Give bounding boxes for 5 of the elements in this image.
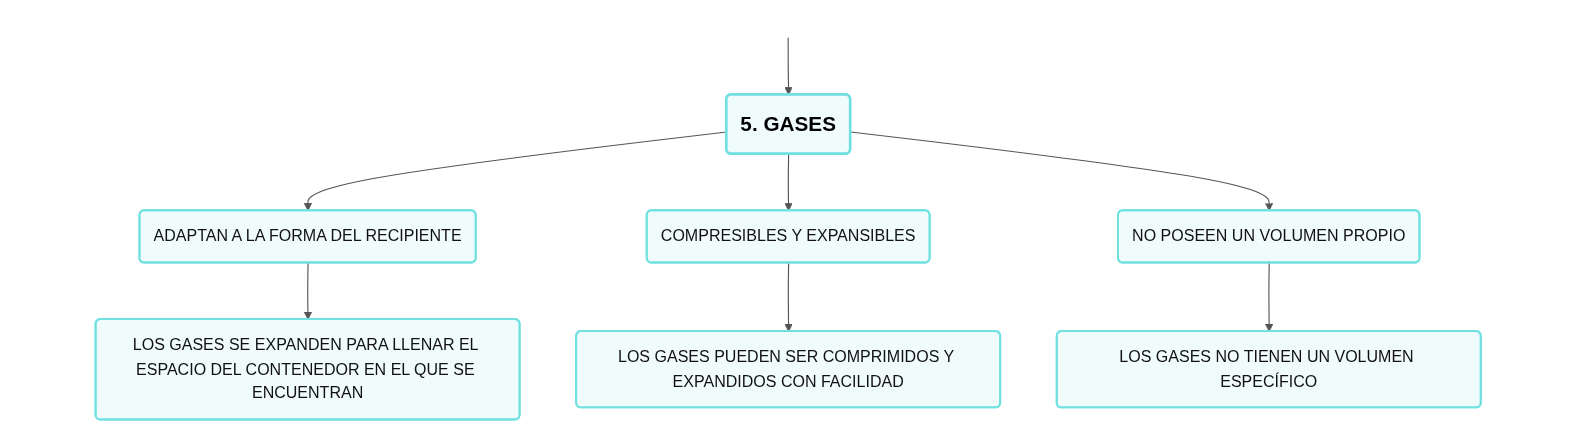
- arrow: [784, 262, 793, 332]
- arrow: [784, 153, 793, 212]
- arrow: [849, 131, 1274, 212]
- arrow: [303, 262, 312, 320]
- arrow: [1264, 262, 1274, 332]
